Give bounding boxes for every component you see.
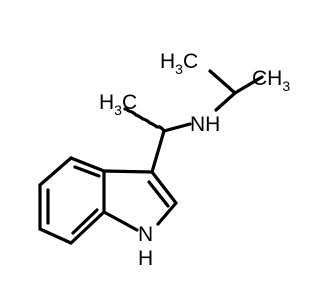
label-h3c-mid: H3C — [99, 91, 137, 118]
bond-benzene-top — [69, 156, 106, 173]
bond-benzene-top-inner — [73, 165, 101, 178]
bond-chiral-nh — [162, 122, 192, 133]
bond-benzene-bottom-left — [38, 227, 73, 245]
pyrrole-ring — [102, 169, 178, 232]
bond-n1-c7a — [102, 210, 139, 232]
label-indole-n: N — [138, 223, 153, 246]
bond-chiral-methyl-wavy — [123, 107, 166, 133]
label-indole-h: H — [138, 247, 153, 270]
bond-isopropyl-methyl-right — [233, 75, 264, 95]
bond-nh-isopropyl — [214, 91, 237, 112]
label-h3c-top-left: H3C — [160, 50, 198, 77]
bond-c3-chiral — [150, 129, 166, 174]
bond-benzene-bottom-right — [69, 210, 106, 245]
bond-c3-c2 — [150, 170, 178, 205]
label-amine-nh: NH — [190, 113, 220, 136]
benzene-ring — [38, 156, 106, 245]
structure-diagram: H3C CH3 H3C NH N H — [38, 50, 290, 270]
bond-c3a-c3 — [102, 169, 154, 174]
side-chain — [123, 69, 264, 174]
bond-c3-c2-inner — [147, 180, 170, 208]
bond-isopropyl-methyl-left — [208, 69, 237, 95]
bond-benzene-top-left — [38, 156, 73, 187]
bond-benzene-bottom-right-inner — [71, 208, 99, 235]
bond-c2-n1 — [156, 201, 178, 226]
molecule-canvas: H3C CH3 H3C NH N H — [38, 50, 291, 270]
label-ch3-top-right: CH3 — [252, 67, 290, 94]
